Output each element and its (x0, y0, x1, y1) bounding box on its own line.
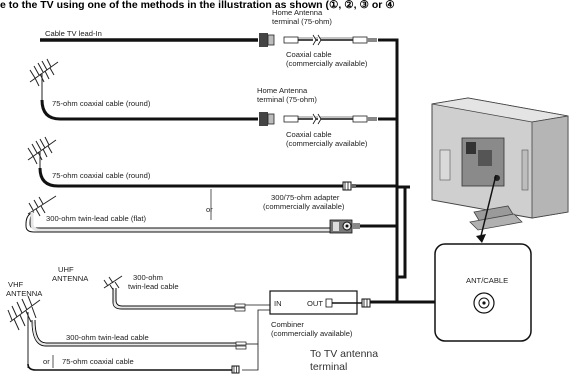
f-connector-1 (342, 181, 356, 191)
f-connector-vhf (231, 365, 240, 374)
vhf-connector-lugs (235, 341, 258, 350)
combiner-in-label: IN (274, 299, 282, 308)
home-antenna-1-line1: Home Antenna (272, 8, 323, 17)
or-label-2: or (43, 357, 50, 366)
vhf-twin-lead-line (31, 319, 236, 347)
vhf-twin-lead-label: 300-ohm twin-lead cable (66, 333, 149, 342)
home-antenna-2-line2: terminal (75-ohm) (257, 95, 317, 104)
uhf-twin-lead-line2: twin-lead cable (128, 282, 179, 291)
uhf-connector-lugs (234, 303, 270, 312)
row-uhf-vhf-combiner: UHF ANTENNA 300-ohm twin-lead cable VHF … (6, 265, 378, 374)
combiner-out-label: OUT (307, 299, 323, 308)
combiner-label-line2: (commercially available) (271, 329, 353, 338)
wall-terminal-1 (259, 33, 275, 47)
uhf-twin-lead-line1: 300-ohm (133, 273, 163, 282)
adapter-300-75-icon (329, 219, 360, 234)
bus-vertical-left (378, 38, 399, 302)
antenna-icon-2 (27, 136, 57, 172)
coax-cable-1 (283, 34, 377, 46)
coax-round-line-1 (40, 99, 258, 121)
to-tv-line1: To TV antenna (310, 348, 378, 360)
coax-round-line-2 (38, 167, 343, 188)
row-cable-tv: Cable TV lead-In Home Antenna terminal (… (40, 8, 377, 68)
coax-round-2-label: 75-ohm coaxial cable (round) (52, 171, 151, 180)
coax-1-line1: Coaxial cable (286, 50, 332, 59)
coax-1-line2: (commercially available) (286, 59, 368, 68)
row-twin-lead-adapter: 300-ohm twin-lead cable (flat) 300/75-oh… (25, 193, 360, 234)
uhf-twin-lead-line (112, 288, 235, 310)
header-instruction: e to the TV using one of the methods in … (0, 0, 395, 11)
f-connector-2 (361, 298, 371, 308)
twin-lead-flat-line (30, 212, 330, 232)
cable-tv-label: Cable TV lead-In (45, 29, 102, 38)
row-antenna-coax-terminal: 75-ohm coaxial cable (round) Home Antenn… (29, 58, 377, 148)
antenna-icon-1 (29, 58, 59, 104)
to-tv-line2: terminal (310, 361, 347, 373)
coax-cable-2 (283, 113, 377, 125)
home-antenna-1-line2: terminal (75-ohm) (272, 17, 332, 26)
row-antenna-coax-direct: 75-ohm coaxial cable (round) or (27, 136, 356, 220)
ant-cable-label: ANT/CABLE (466, 276, 508, 285)
main-bus (356, 38, 435, 304)
vhf-label-line2: ANTENNA (6, 289, 43, 298)
uhf-label-line2: ANTENNA (52, 274, 89, 283)
twin-lead-flat-label: 300-ohm twin-lead cable (flat) (46, 214, 147, 223)
uhf-label-line1: UHF (58, 265, 74, 274)
adapter-line2: (commercially available) (263, 202, 345, 211)
antenna-icon-3 (27, 195, 57, 217)
ant-cable-callout: ANT/CABLE (434, 243, 532, 342)
tv-rear-illustration (431, 97, 569, 243)
coax-round-1-label: 75-ohm coaxial cable (round) (52, 99, 151, 108)
coax-2-line1: Coaxial cable (286, 130, 332, 139)
combiner-label-line1: Combiner (271, 320, 304, 329)
vhf-label-line1: VHF (8, 280, 24, 289)
home-antenna-2-line1: Home Antenna (257, 86, 308, 95)
wall-terminal-2 (259, 112, 275, 126)
vhf-coax-label: 75-ohm coaxial cable (62, 357, 134, 366)
vhf-antenna-icon (7, 295, 41, 368)
ant-cable-port-icon (473, 292, 495, 314)
coax-2-line2: (commercially available) (286, 139, 368, 148)
vhf-coax-line (27, 363, 232, 371)
or-label-1: or (206, 205, 213, 214)
adapter-line1: 300/75-ohm adapter (271, 193, 340, 202)
